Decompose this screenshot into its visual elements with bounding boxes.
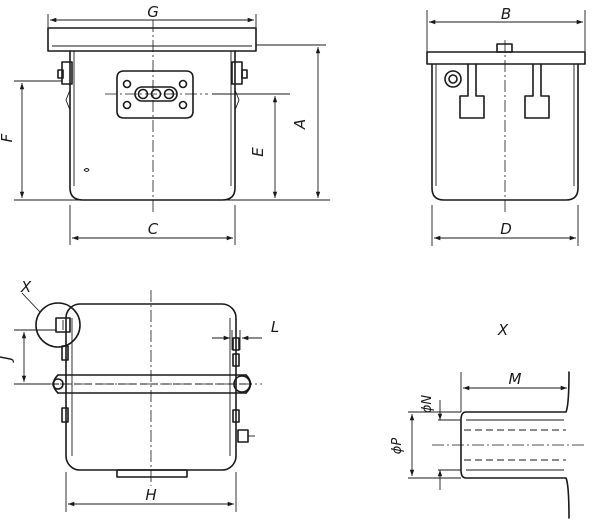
dim-label-C: C [148,220,159,238]
dim-label-B: B [501,5,511,23]
top-view: X L J H [0,278,279,512]
left-latch [459,63,485,119]
label-X: X [20,278,32,296]
dim-label-E: E [249,147,267,157]
detail-x-view: X M ϕN ϕP [390,321,584,519]
dim-label-H: H [145,486,156,504]
dim-label-L: L [271,318,279,336]
detail-x-callout [35,302,81,348]
front-view: G A F E C [0,3,330,245]
top-left-stud [55,317,71,333]
dim-label-P: ϕP [390,438,405,455]
top-foot [116,469,188,478]
right-latch [524,63,550,119]
dim-label-A: A [291,119,309,130]
front-body [69,50,236,201]
dim-label-F: F [0,133,16,142]
right-stud [231,61,243,85]
side-view: B D [426,5,586,246]
left-stud [61,61,73,85]
dim-label-D: D [500,220,512,238]
dim-label-N: ϕN [420,395,435,414]
top-right-stud [237,429,249,443]
terminal-board [116,70,194,119]
dim-label-J: J [0,356,15,363]
dim-label-G: G [147,3,159,21]
side-knob [444,70,462,88]
detail-title: X [497,321,509,339]
dim-label-M: M [509,370,522,388]
front-lid [47,27,257,52]
side-lid [426,51,586,65]
